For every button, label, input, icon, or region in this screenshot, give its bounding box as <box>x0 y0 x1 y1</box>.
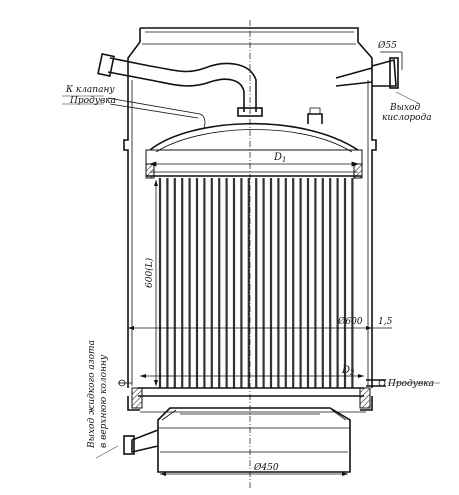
valve-pipe <box>97 53 263 117</box>
label-purge-bottom: Продувка <box>387 379 434 389</box>
label-oxygen-out-1: Выход <box>389 103 420 113</box>
leaders <box>62 91 440 459</box>
label-valve: К клапану <box>65 85 115 95</box>
label-purge-top: Продувка <box>69 96 116 106</box>
label-dia600: Ø600 <box>337 316 363 327</box>
purge-pipe-top <box>107 97 206 129</box>
dimension-450 <box>160 472 348 476</box>
label-nitrogen-2: в верхнюю колонну <box>99 354 109 448</box>
bottom-collector <box>140 407 366 473</box>
label-d1: D1 <box>273 152 287 164</box>
outer-shell <box>123 78 377 388</box>
label-oxygen-out-2: кислорода <box>382 113 432 123</box>
nitrogen-outlet <box>123 429 159 455</box>
oxygen-outlet <box>335 51 403 89</box>
label-d2: D2 <box>341 365 355 377</box>
top-neck <box>127 27 373 78</box>
dimension-height <box>154 180 158 386</box>
dimension-d1 <box>148 161 360 167</box>
top-head <box>145 107 363 179</box>
label-height: 600(L) <box>144 257 155 288</box>
lower-tube-sheet <box>127 387 373 411</box>
label-dia450: Ø450 <box>253 462 279 473</box>
label-nitrogen-1: Выход жидкого азота <box>87 340 97 449</box>
purge-pipe-bottom <box>118 379 386 387</box>
label-dim15: 1,5 <box>378 317 393 327</box>
label-dia55: Ø55 <box>377 40 397 51</box>
dimension-d2 <box>140 374 364 378</box>
tube-bundle <box>158 178 354 388</box>
